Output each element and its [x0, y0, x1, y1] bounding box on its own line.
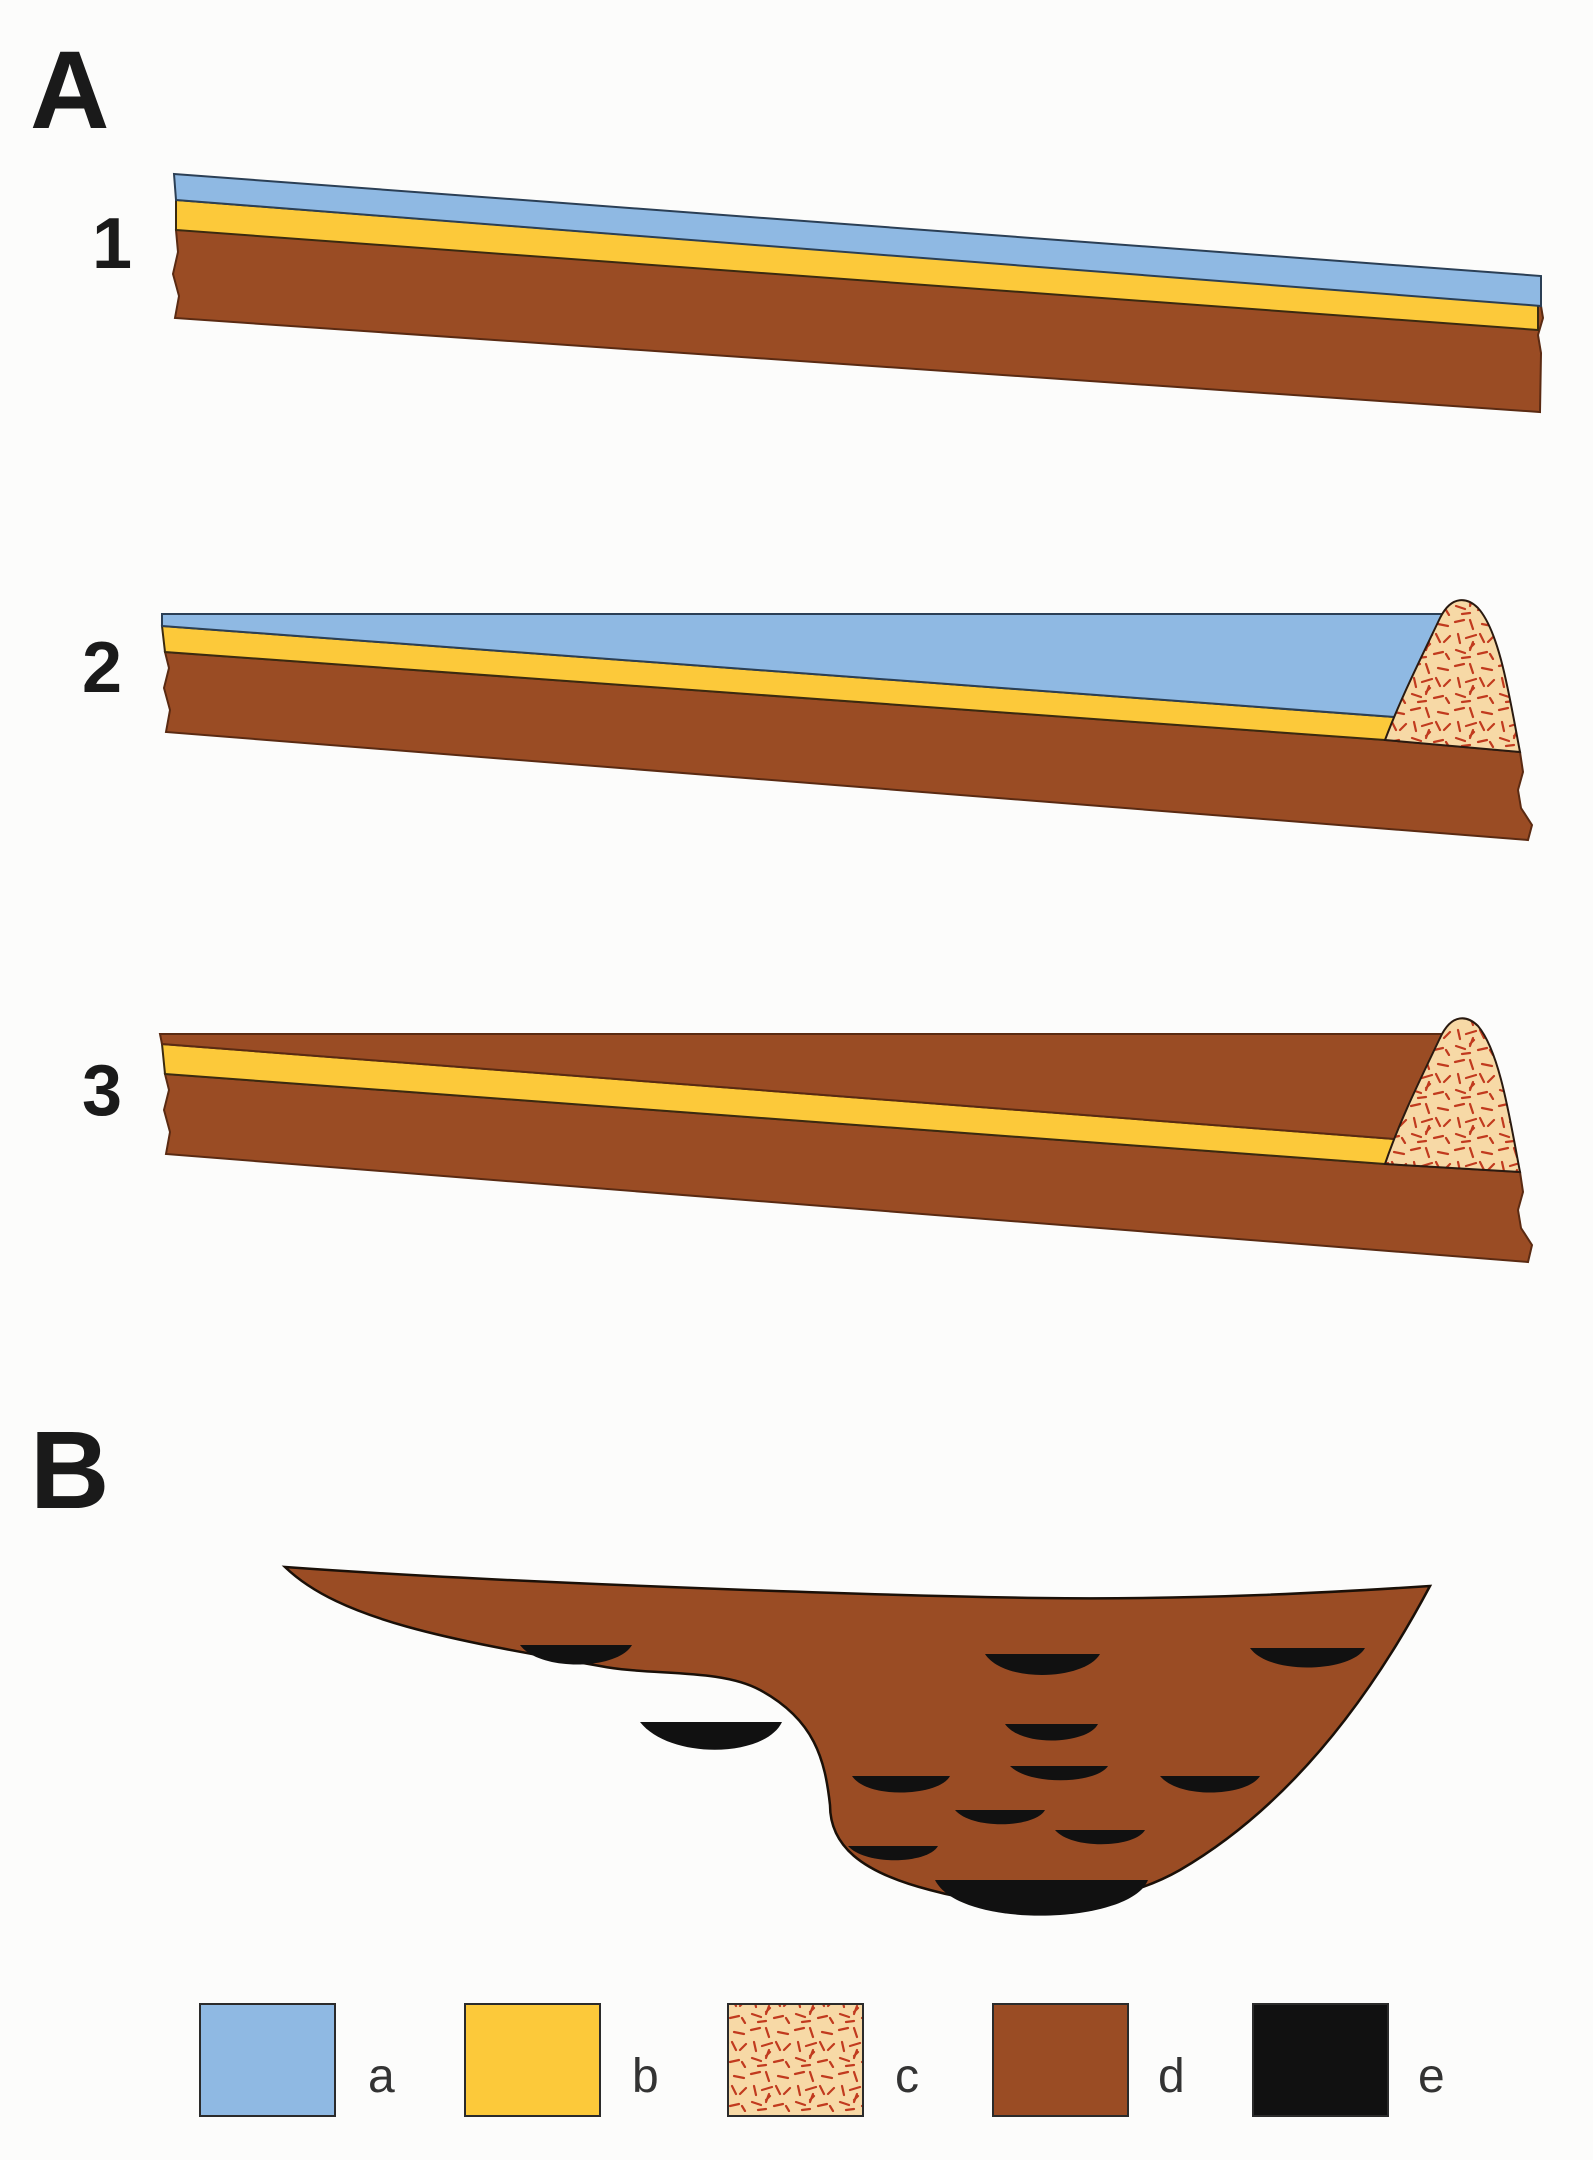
- lens: [935, 1880, 1148, 1916]
- lens: [985, 1654, 1100, 1676]
- lens: [1055, 1830, 1145, 1845]
- lens: [848, 1846, 938, 1861]
- legend-item-a: a: [199, 2003, 395, 2117]
- step-1-label: 1: [92, 204, 132, 284]
- legend-label-a: a: [368, 2050, 395, 2103]
- legend-swatch-a: [199, 2003, 336, 2117]
- step-1-layer-d: [171, 228, 1545, 414]
- panel-a-label: A: [30, 29, 109, 152]
- legend-swatch-c: [727, 2003, 864, 2117]
- legend-swatch-e: [1252, 2003, 1389, 2117]
- step-2-label: 2: [82, 628, 122, 708]
- channel-fill-layer-d: [281, 1565, 1433, 1906]
- panel-b-label: B: [30, 1409, 109, 1532]
- legend-swatch-b: [464, 2003, 601, 2117]
- step-3-label: 3: [82, 1051, 122, 1131]
- lens: [852, 1776, 950, 1793]
- legend-item-e: e: [1252, 2003, 1445, 2117]
- lens: [520, 1645, 632, 1665]
- step-1-layer-a: [172, 172, 1542, 308]
- legend-item-c: c: [727, 2003, 919, 2117]
- legend: a b c d e: [199, 2003, 1445, 2117]
- legend-item-b: b: [464, 2003, 659, 2117]
- channel-section: [281, 1565, 1433, 1916]
- legend-label-c: c: [895, 2050, 919, 2103]
- legend-swatch-d: [992, 2003, 1129, 2117]
- step-3-layer-c: [1383, 1017, 1522, 1174]
- step-1-section: 1: [92, 172, 1545, 414]
- lens: [1005, 1724, 1098, 1741]
- legend-item-d: d: [992, 2003, 1185, 2117]
- legend-label-b: b: [632, 2050, 659, 2103]
- lenses-layer-e: [520, 1645, 1365, 1916]
- lens: [1010, 1766, 1108, 1781]
- lens: [1250, 1648, 1365, 1668]
- lens: [955, 1810, 1045, 1825]
- lens: [640, 1722, 782, 1750]
- legend-label-d: d: [1158, 2050, 1185, 2103]
- step-3-section: 3: [82, 1017, 1534, 1264]
- legend-label-e: e: [1418, 2050, 1445, 2103]
- step-2-layer-c: [1383, 599, 1522, 754]
- lens: [1160, 1776, 1260, 1793]
- step-2-section: 2: [82, 599, 1534, 842]
